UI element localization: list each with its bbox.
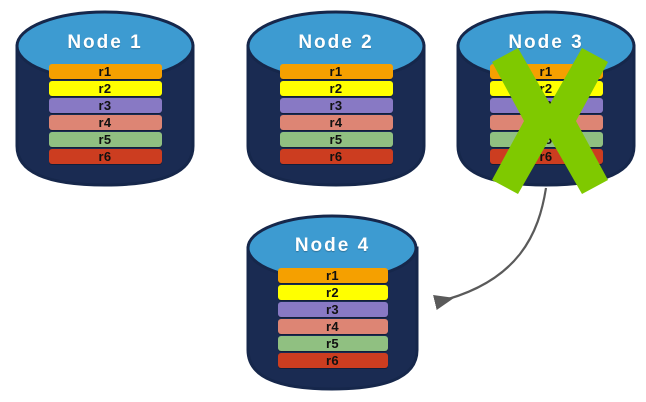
record-r6[interactable]: r6 xyxy=(279,149,393,164)
record-r2[interactable]: r2 xyxy=(277,285,388,300)
record-label: r5 xyxy=(98,132,112,147)
record-r3[interactable]: r3 xyxy=(277,302,388,317)
failover-arrow-path xyxy=(433,187,548,311)
record-r1[interactable]: r1 xyxy=(489,64,603,79)
record-r6[interactable]: r6 xyxy=(489,149,603,164)
node-2-records: r1 r2 r3 r4 r5 r6 xyxy=(245,64,427,166)
record-label: r3 xyxy=(539,98,553,113)
record-label: r3 xyxy=(98,98,112,113)
record-label: r5 xyxy=(539,132,553,147)
record-r5[interactable]: r5 xyxy=(48,132,162,147)
record-label: r2 xyxy=(329,81,343,96)
record-r4[interactable]: r4 xyxy=(48,115,162,130)
record-r6[interactable]: r6 xyxy=(48,149,162,164)
record-label: r1 xyxy=(539,64,553,79)
record-r2[interactable]: r2 xyxy=(48,81,162,96)
node-3[interactable]: Node 3 r1 r2 r3 r4 r5 r6 xyxy=(455,6,637,194)
record-label: r4 xyxy=(539,115,553,130)
node-3-records: r1 r2 r3 r4 r5 r6 xyxy=(455,64,637,166)
record-label: r1 xyxy=(329,64,343,79)
record-r1[interactable]: r1 xyxy=(48,64,162,79)
record-r2[interactable]: r2 xyxy=(279,81,393,96)
record-label: r4 xyxy=(98,115,112,130)
record-r5[interactable]: r5 xyxy=(277,336,388,351)
record-r5[interactable]: r5 xyxy=(279,132,393,147)
record-r3[interactable]: r3 xyxy=(489,98,603,113)
record-r3[interactable]: r3 xyxy=(48,98,162,113)
record-r4[interactable]: r4 xyxy=(277,319,388,334)
record-r4[interactable]: r4 xyxy=(279,115,393,130)
record-label: r4 xyxy=(329,115,343,130)
record-r4[interactable]: r4 xyxy=(489,115,603,130)
record-r1[interactable]: r1 xyxy=(279,64,393,79)
record-r6[interactable]: r6 xyxy=(277,353,388,368)
record-label: r2 xyxy=(98,81,112,96)
record-label: r5 xyxy=(326,336,339,351)
node-1-records: r1 r2 r3 r4 r5 r6 xyxy=(14,64,196,166)
node-4[interactable]: Node 4 r1 r2 r3 r4 r5 r6 xyxy=(245,210,420,392)
node-4-records: r1 r2 r3 r4 r5 r6 xyxy=(245,268,420,370)
record-label: r5 xyxy=(329,132,343,147)
record-label: r6 xyxy=(329,149,343,164)
record-label: r3 xyxy=(326,302,339,317)
record-label: r6 xyxy=(98,149,112,164)
record-label: r6 xyxy=(326,353,339,368)
record-label: r4 xyxy=(326,319,339,334)
record-r2[interactable]: r2 xyxy=(489,81,603,96)
node-2[interactable]: Node 2 r1 r2 r3 r4 r5 r6 xyxy=(245,6,427,188)
record-label: r2 xyxy=(539,81,553,96)
record-r3[interactable]: r3 xyxy=(279,98,393,113)
record-label: r6 xyxy=(539,149,553,164)
record-r5[interactable]: r5 xyxy=(489,132,603,147)
node-1[interactable]: Node 1 r1 r2 r3 r4 r5 r6 xyxy=(14,6,196,188)
record-label: r3 xyxy=(329,98,343,113)
record-r1[interactable]: r1 xyxy=(277,268,388,283)
record-label: r1 xyxy=(326,268,339,283)
record-label: r1 xyxy=(98,64,112,79)
record-label: r2 xyxy=(326,285,339,300)
